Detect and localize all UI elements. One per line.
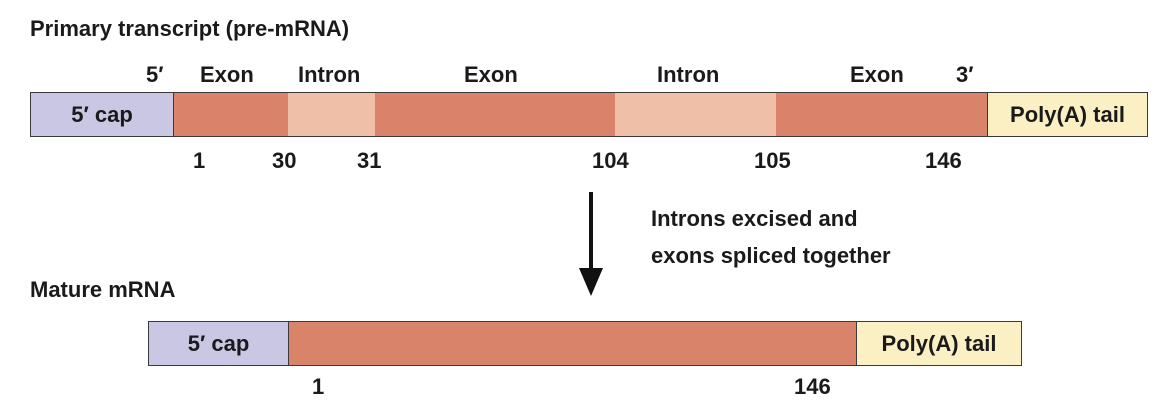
exon-label-2: Exon	[464, 62, 518, 87]
position-1: 1	[193, 148, 206, 173]
mature-five-prime-cap: 5′ cap	[149, 322, 289, 365]
position-31: 31	[357, 148, 382, 173]
mature-poly-a-tail: Poly(A) tail	[856, 322, 1021, 365]
mature-mrna-bar: 5′ cap Poly(A) tail	[148, 321, 1022, 366]
process-note-line1: Introns excised and	[651, 206, 858, 231]
three-prime-label: 3′	[956, 62, 974, 87]
position-146: 146	[925, 148, 962, 173]
mature-exon-segment	[289, 322, 856, 365]
pre-mrna-bar: 5′ cap Poly(A) tail	[30, 92, 1148, 137]
intron-label-2: Intron	[657, 62, 720, 87]
process-note-line2: exons spliced together	[651, 243, 891, 268]
position-30: 30	[272, 148, 297, 173]
mature-mrna-title: Mature mRNA	[30, 277, 176, 302]
five-prime-label: 5′	[146, 62, 164, 87]
poly-a-tail: Poly(A) tail	[987, 93, 1147, 136]
intron-label-1: Intron	[298, 62, 361, 87]
exon-label-3: Exon	[850, 62, 904, 87]
intron-segment-1	[288, 93, 375, 136]
five-prime-cap: 5′ cap	[31, 93, 174, 136]
exon-segment-3	[776, 93, 987, 136]
mature-position-1: 1	[312, 374, 325, 399]
position-104: 104	[592, 148, 629, 173]
primary-transcript-title: Primary transcript (pre-mRNA)	[30, 16, 350, 41]
exon-segment-2	[375, 93, 615, 136]
exon-segment-1	[174, 93, 288, 136]
position-105: 105	[754, 148, 791, 173]
exon-label-1: Exon	[200, 62, 254, 87]
mature-position-146: 146	[794, 374, 831, 399]
intron-segment-2	[615, 93, 776, 136]
arrow-down-icon	[579, 192, 603, 296]
